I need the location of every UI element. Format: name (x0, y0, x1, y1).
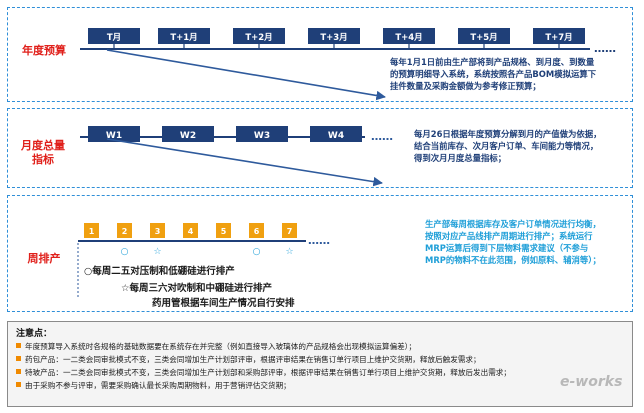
bullet-square-icon (16, 343, 21, 348)
bullet-square-icon (16, 369, 21, 374)
note-item-text: 由于采购不参与评审，需要采购确认最长采购周期物料，用于营销评估交货期； (25, 381, 291, 390)
week-box (236, 126, 288, 142)
monthly-target-panel (7, 108, 633, 188)
month-box (383, 28, 435, 44)
day-box (84, 223, 99, 238)
row-label-monthly-target-line1: 月度总量 (21, 139, 65, 152)
annual-to-monthly-arrow (106, 49, 386, 101)
day-box (282, 223, 297, 238)
annual-budget-panel (7, 7, 633, 102)
bullet-square-icon (16, 356, 21, 361)
bullet-square-icon (16, 382, 21, 387)
day-box (216, 223, 231, 238)
weekly-desc-line1: 生产部每周根据库存及客户订单情况进行均衡， (425, 219, 601, 229)
annual-desc-line1: 每年1月1日前由生产部将到产品规格、到月度、到数量 (390, 57, 595, 67)
month-box (533, 28, 585, 44)
weekly-schedule-description: 生产部每周根据库存及客户订单情况进行均衡， 按照对应产品线排产周期进行排产；系统… (425, 218, 601, 266)
month-label: T+7月 (545, 33, 572, 43)
month-label: T+5月 (470, 33, 497, 43)
day-box (249, 223, 264, 238)
day-box (117, 223, 132, 238)
weekly-timeline-ellipsis: …… (308, 234, 330, 247)
circle-marker-icon: ○ (253, 247, 261, 257)
day-label: 7 (287, 227, 293, 236)
week-label: W4 (328, 131, 344, 141)
annual-desc-line3: 挂件数量及采购金额做为参考修正预算； (390, 81, 541, 91)
weekly-desc-line3: MRP运算后得到下层物料需求建议（不参与 (425, 243, 589, 253)
note-item: 由于采购不参与评审，需要采购确认最长采购周期物料，用于营销评估交货期； (16, 380, 291, 391)
monthly-desc-line3: 得到次月月度总量指标； (414, 153, 507, 163)
week-label: W1 (106, 131, 122, 141)
weekly-note-medical-tube: 药用管根据车间生产情况自行安排 (152, 298, 295, 309)
day-label: 6 (254, 227, 260, 236)
month-box (158, 28, 210, 44)
star-marker-icon: ☆ (285, 247, 293, 257)
circle-marker-icon: ○ (121, 247, 129, 257)
week-label: W2 (180, 131, 196, 141)
annual-desc-line2: 的预算明细导入系统，系统按照各产品BOM模拟运算下 (390, 69, 597, 79)
note-item: 年度预算导入系统时各规格的基础数据要在系统存在并完整（例如直接导入玻璃体的产品规… (16, 341, 416, 352)
weekly-note-wed-sat: ☆每周三六对吹制和中硼硅进行排产 (121, 283, 273, 294)
month-label: T月 (107, 33, 121, 43)
monthly-to-weekly-arrow (106, 138, 383, 187)
month-box (233, 28, 285, 44)
star-marker-icon: ☆ (153, 247, 161, 257)
monthly-desc-line2: 结合当前库存、次月客户订单、车间能力等情况， (414, 141, 599, 151)
month-label: T+3月 (320, 33, 347, 43)
week-box (310, 126, 362, 142)
month-label: T+1月 (170, 33, 197, 43)
note-item-text: 药包产品：一二类会同审批模式不变，三类会同增加生产计划部评审，根据评审结果在销售… (25, 355, 481, 364)
weekly-desc-line2: 按照对应产品线排产周期进行排产；系统运行 (425, 231, 593, 241)
weekly-schedule-panel (7, 195, 633, 312)
week-box (162, 126, 214, 142)
row-label-weekly-schedule: 周排产 (27, 252, 61, 265)
row-label-monthly-target: 月度总量 指标 (12, 139, 74, 167)
row-label-monthly-target-line2: 指标 (32, 153, 54, 166)
annual-timeline-ellipsis: …… (594, 42, 616, 55)
notes-title: 注意点： (16, 329, 53, 339)
monthly-target-description: 每月26日根据年度预算分解到月的产值做为依据， 结合当前库存、次月客户订单、车间… (414, 128, 602, 164)
weekly-note-tue-fri: ○每周二五对压制和低硼硅进行排产 (84, 266, 235, 277)
month-box (88, 28, 140, 44)
day-label: 4 (188, 227, 194, 236)
day-box (150, 223, 165, 238)
month-box (308, 28, 360, 44)
day-label: 5 (221, 227, 227, 236)
month-label: T+2月 (245, 33, 272, 43)
note-item: 特玻产品：一二类会同审批模式不变，三类会同增加生产计划部和采购部评审，根据评审结… (16, 367, 511, 378)
watermark-logo: e-works (560, 374, 623, 390)
day-label: 3 (155, 227, 161, 236)
note-item: 药包产品：一二类会同审批模式不变，三类会同增加生产计划部评审，根据评审结果在销售… (16, 354, 481, 365)
day-box (183, 223, 198, 238)
note-item-text: 特玻产品：一二类会同审批模式不变，三类会同增加生产计划部和采购部评审，根据评审结… (25, 368, 511, 377)
annual-budget-description: 每年1月1日前由生产部将到产品规格、到月度、到数量 的预算明细导入系统，系统按照… (390, 56, 596, 92)
month-label: T+4月 (395, 33, 422, 43)
notes-box: 注意点： 年度预算导入系统时各规格的基础数据要在系统存在并完整（例如直接导入玻璃… (7, 321, 633, 407)
monthly-desc-line1: 每月26日根据年度预算分解到月的产值做为依据， (414, 129, 602, 139)
week-box (88, 126, 140, 142)
row-label-annual-budget: 年度预算 (22, 44, 66, 57)
week-label: W3 (254, 131, 270, 141)
month-box (458, 28, 510, 44)
monthly-timeline-ellipsis: …… (371, 130, 393, 143)
day-label: 2 (122, 227, 128, 236)
note-item-text: 年度预算导入系统时各规格的基础数据要在系统存在并完整（例如直接导入玻璃体的产品规… (25, 342, 417, 351)
weekly-desc-line4: MRP的物料不在此范围，例如原料、辅消等）； (425, 255, 601, 265)
day-label: 1 (89, 227, 95, 236)
